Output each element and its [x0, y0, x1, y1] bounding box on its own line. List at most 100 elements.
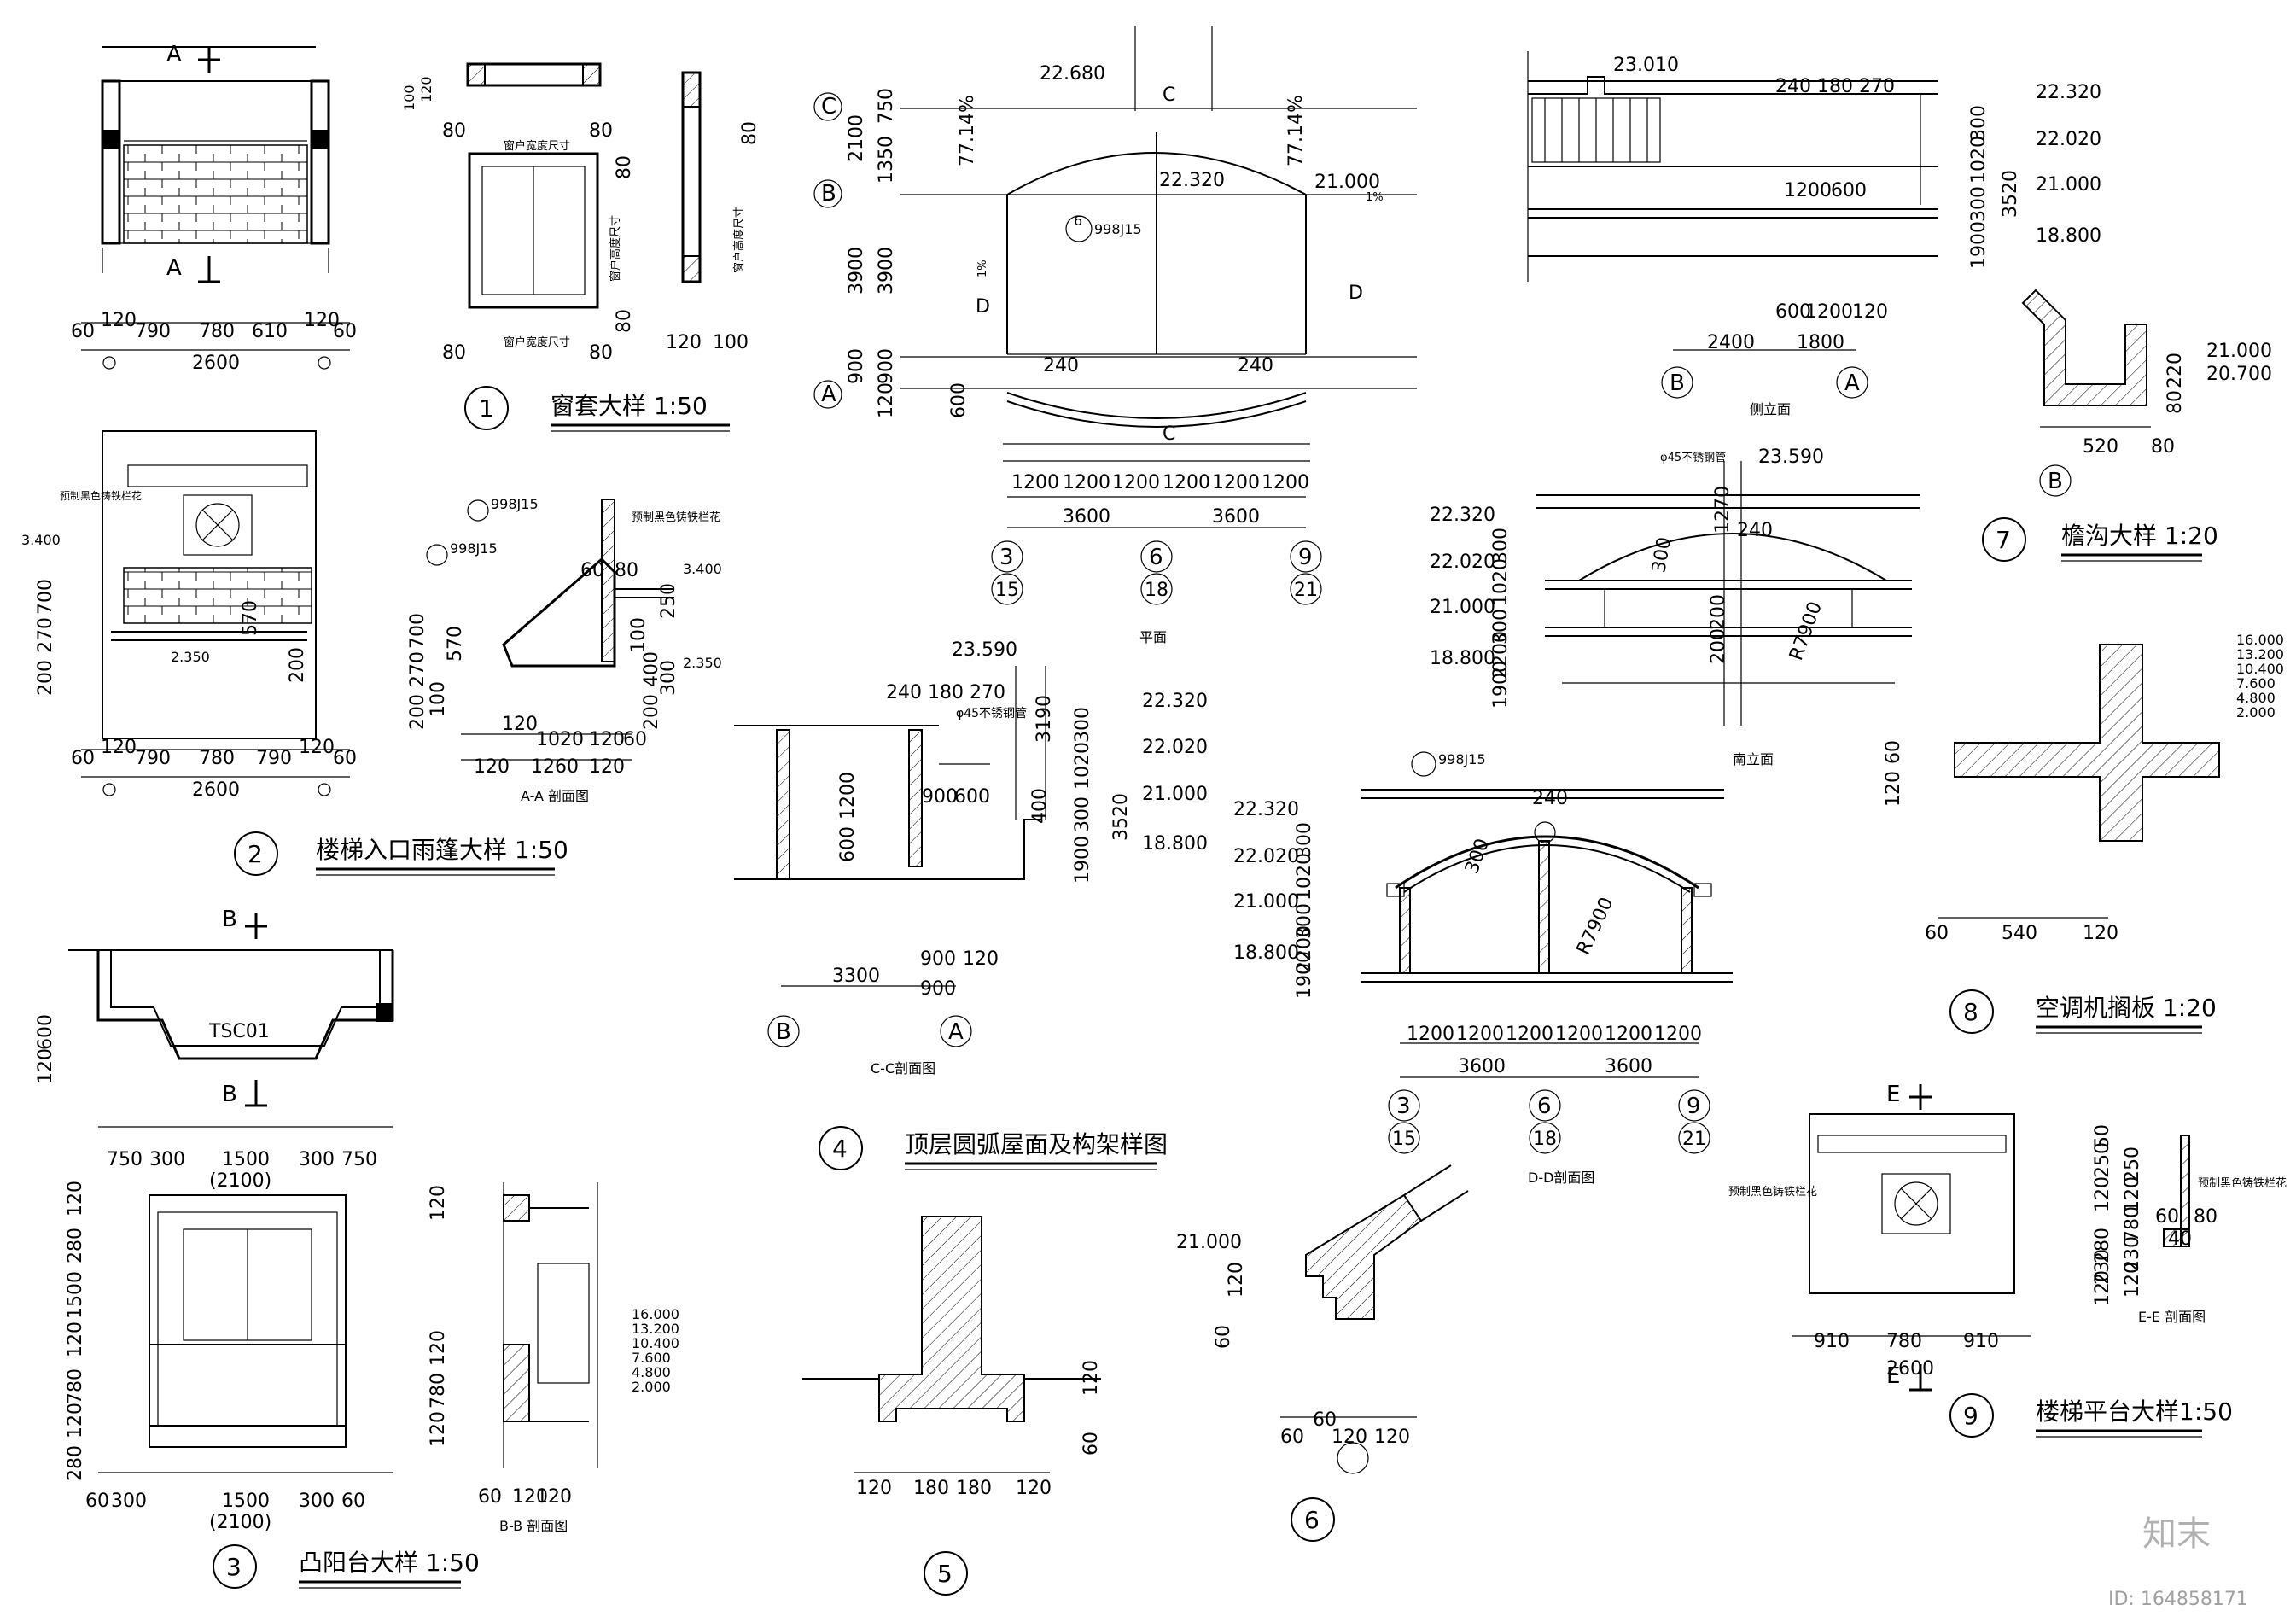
detail4-title: 4 顶层圆弧屋面及构架样图 — [819, 1126, 1168, 1170]
dim: 3300 — [832, 966, 880, 987]
dim: 300 — [149, 1149, 185, 1170]
dim: 1900 — [1490, 661, 1512, 709]
detail-title: 楼梯平台大样1:50 — [2036, 1397, 2233, 1426]
dim: 120 — [963, 948, 999, 970]
dim: 1200 — [1011, 472, 1059, 493]
dim: 780 — [65, 1368, 86, 1404]
dim: 120 — [35, 1048, 56, 1084]
dim: 1270 — [1712, 486, 1734, 534]
dim: 1200 — [837, 772, 859, 820]
dim: 240 — [1043, 355, 1079, 376]
note: 预制黑色铸铁栏花 — [60, 489, 142, 502]
level: 10.400 — [632, 1335, 679, 1351]
level: 7.600 — [2236, 675, 2276, 691]
axis: 15 — [995, 580, 1019, 601]
dim: 600 — [837, 826, 859, 862]
detail-number: 3 — [226, 1553, 242, 1581]
dim: 1020 — [1294, 853, 1315, 901]
dim: 1260 — [531, 756, 579, 778]
code: TSC01 — [208, 1021, 270, 1042]
dim: 1020 — [1968, 136, 1990, 184]
dim: 100 — [401, 85, 417, 111]
dim: 1200 — [1456, 1024, 1504, 1045]
level: 18.800 — [1233, 942, 1299, 964]
dim: 570 — [240, 600, 261, 636]
slope: 1% — [976, 260, 989, 277]
detail6: 21.000 120 60 60 60 120 120 6 — [1176, 1164, 1469, 1542]
dim: 230 — [2122, 1236, 2143, 1272]
level: 4.800 — [2236, 690, 2276, 706]
level: 3.400 — [21, 532, 61, 548]
label-e2: E — [1886, 1363, 1900, 1389]
dim: 120 — [101, 737, 137, 758]
axis: 6 — [1537, 1094, 1552, 1119]
dim: 80 — [2165, 390, 2186, 414]
dim: 60 — [341, 1491, 365, 1512]
dim: 120 — [502, 714, 538, 735]
dim: 300 — [1461, 836, 1494, 877]
dim: 230 — [2092, 1249, 2113, 1285]
axis: 18 — [1533, 1129, 1557, 1150]
axis-a: A — [821, 382, 836, 407]
dim: 120 — [1226, 1262, 1247, 1298]
dim: 120 — [589, 729, 625, 750]
dim: 200 — [287, 647, 308, 683]
dim: 780 — [428, 1373, 449, 1409]
detail4-section-dd: 998J15 240 300 R7900 22.320 22.020 21.00… — [1233, 751, 1733, 1186]
dim: 80 — [614, 309, 635, 333]
dim: 780 — [1886, 1331, 1922, 1352]
axis: 15 — [1392, 1129, 1416, 1150]
detail-title: 凸阳台大样 1:50 — [299, 1549, 480, 1577]
watermark-brand: 知末 — [2142, 1514, 2211, 1554]
dim: 520 — [2083, 436, 2118, 458]
dim: 80 — [2151, 436, 2175, 458]
dim: 60 — [478, 1486, 502, 1508]
dim: 60 — [333, 748, 357, 769]
dim: 1900 — [1072, 836, 1093, 884]
dim: 1200 — [1163, 472, 1210, 493]
dim: 3600 — [1212, 506, 1260, 528]
dim: 600 — [1831, 180, 1867, 201]
detail-number: 8 — [1963, 998, 1978, 1026]
level: 7.600 — [632, 1350, 671, 1366]
dim: 1200 — [1407, 1024, 1454, 1045]
detail5: 120 180 180 120 120 60 5 — [802, 1216, 1102, 1596]
dim: 120 — [876, 382, 897, 418]
axis-b: B — [2048, 469, 2063, 494]
dim: 300 — [1294, 822, 1315, 858]
dim: 80 — [442, 342, 466, 364]
dim: 120 — [65, 1181, 86, 1216]
dim: 1500 — [65, 1271, 86, 1319]
dim: 200 — [641, 694, 662, 730]
dim: 790 — [135, 321, 171, 342]
dim: 280 — [65, 1445, 86, 1481]
dim: 750 — [341, 1149, 377, 1170]
level: 22.320 — [2036, 82, 2101, 103]
dim: 300 — [1072, 796, 1093, 832]
dim: 1200 — [1605, 1024, 1652, 1045]
section-label: A-A 剖面图 — [521, 788, 589, 804]
view-label: 南立面 — [1733, 751, 1774, 767]
dim: 270 — [35, 617, 56, 653]
detail2-plan: A A 60 120 790 780 610 120 60 2600 — [71, 42, 357, 374]
section-label: C-C剖面图 — [871, 1060, 935, 1076]
dim: 1200 — [1112, 472, 1160, 493]
detail4-side-elevation: 23.010 240 180 270 1200 600 600 1200 120… — [1527, 51, 2101, 417]
slope: 1% — [1366, 191, 1384, 204]
dim: 1020 — [1072, 742, 1093, 790]
dim: 120 — [2083, 923, 2118, 944]
dim: 120 — [589, 756, 625, 778]
dim: 780 — [199, 321, 235, 342]
dim: 2200 — [1490, 631, 1512, 679]
dim: 200 — [1708, 594, 1729, 630]
label-e: E — [1886, 1082, 1900, 1107]
dim: 3520 — [2000, 170, 2021, 218]
dim: 220 — [2165, 353, 2186, 388]
dim: 900 — [920, 978, 956, 1000]
dim: 1200 — [1555, 1024, 1603, 1045]
note: 预制黑色铸铁栏花 — [2198, 1176, 2287, 1190]
note: φ45不锈钢管 — [956, 707, 1027, 721]
dim: 80 — [442, 120, 466, 142]
dim: 250 — [658, 583, 679, 619]
dim: 910 — [1963, 1331, 1999, 1352]
